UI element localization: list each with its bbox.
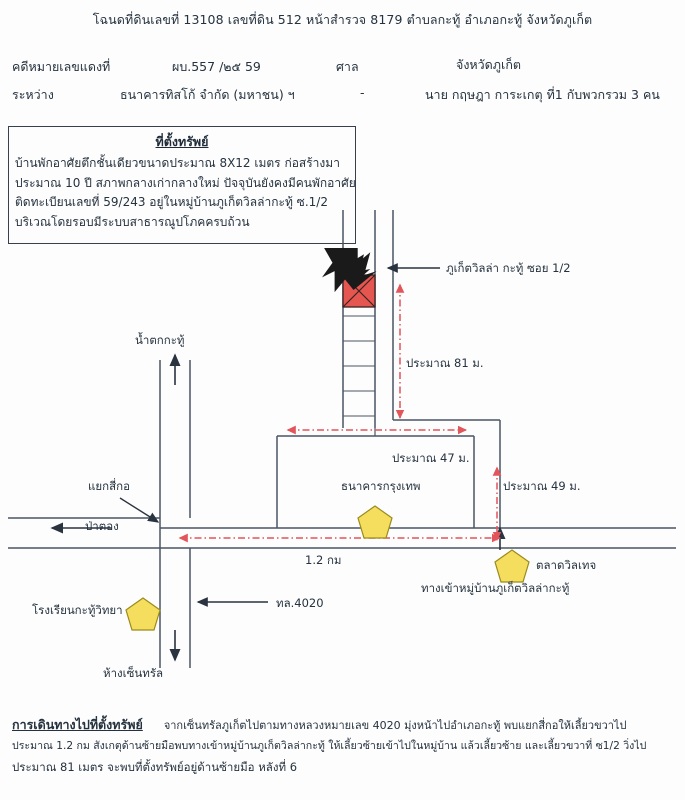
school-marker — [125, 597, 161, 631]
map-label-bangkok-bank: ธนาคารกรุงเทพ — [341, 479, 421, 493]
map-label-school: โรงเรียนกะทู้วิทยา — [32, 603, 123, 617]
subject-pointer-arrow — [322, 248, 377, 293]
map-label-distance-49m: ประมาณ 49 ม. — [503, 479, 581, 493]
red-case-number-value: ผบ.557 /๒๕ 59 — [172, 59, 261, 74]
property-box-line: ติดทะเบียนเลขที่ 59/243 อยู่ในหมู่บ้านภู… — [15, 195, 328, 209]
map-label-central: ห้างเซ็นทรัล — [103, 666, 164, 680]
red-case-number-label: คดีหมายเลขแดงที่ — [12, 59, 111, 74]
travel-directions-heading: การเดินทางไปที่ตั้งทรัพย์ — [12, 717, 143, 732]
property-description-box: ที่ตั้งทรัพย์ บ้านพักอาศัยตึกชั้นเดียวขน… — [8, 126, 356, 244]
defendant-name: นาย กฤษฎา การะเกตุ ที่1 กับพวกรวม 3 คน — [425, 87, 660, 102]
bangkok-bank-marker — [357, 505, 393, 539]
page-title: โฉนดที่ดินเลขที่ 13108 เลขที่ดิน 512 หน้… — [92, 12, 593, 27]
map-label-soi: ภูเก็ตวิลล่า กะทู้ ซอย 1/2 — [446, 261, 571, 275]
map-label-patong: ป่าตอง — [85, 519, 119, 533]
property-box-title: ที่ตั้งทรัพย์ — [155, 134, 209, 149]
map-label-distance-81m: ประมาณ 81 ม. — [406, 356, 484, 370]
map-label-distance-1-2km: 1.2 กม — [305, 553, 342, 567]
travel-directions-line-3: ประมาณ 81 เมตร จะพบที่ตั้งทรัพย์อยู่ด้าน… — [12, 760, 298, 774]
court-label: ศาล — [336, 59, 359, 74]
junction-pointer-arrow — [119, 497, 160, 523]
property-box-line: ประมาณ 10 ปี สภาพกลางเก่ากลางใหม่ ปัจจุบ… — [15, 175, 356, 190]
village-market-marker — [494, 549, 530, 583]
map-label-village-market: ตลาดวิลเทจ — [536, 558, 597, 572]
map-label-village-entrance: ทางเข้าหมู่บ้านภูเก็ตวิลล่ากะทู้ — [421, 581, 570, 595]
map-label-highway: ทล.4020 — [276, 596, 324, 610]
location-map: ภูเก็ตวิลล่า กะทู้ ซอย 1/2 ประมาณ 81 ม. … — [0, 120, 685, 700]
court-province: จังหวัดภูเก็ต — [456, 57, 522, 72]
party-separator: - — [360, 85, 365, 100]
map-label-waterfall: น้ำตกกะทู้ — [135, 333, 185, 347]
property-box-line: บริเวณโดยรอบมีระบบสาธารณูปโภคครบถ้วน — [15, 214, 250, 229]
map-label-junction: แยกสี่กอ — [88, 479, 131, 493]
travel-directions-line-1: จากเซ็นทรัลภูเก็ตไปตามทางหลวงหมายเลข 402… — [163, 719, 627, 732]
between-label: ระหว่าง — [12, 87, 54, 102]
property-box-line: บ้านพักอาศัยตึกชั้นเดียวขนาดประมาณ 8X12 … — [15, 156, 340, 170]
map-label-distance-47m: ประมาณ 47 ม. — [392, 451, 470, 465]
travel-directions-line-2: ประมาณ 1.2 กม สังเกตุด้านซ้ายมือพบทางเข้… — [12, 740, 647, 752]
plaintiff-name: ธนาคารทิสโก้ จำกัด (มหาชน) ฯ — [120, 87, 295, 102]
travel-directions: การเดินทางไปที่ตั้งทรัพย์ จากเซ็นทรัลภูเ… — [12, 714, 676, 778]
